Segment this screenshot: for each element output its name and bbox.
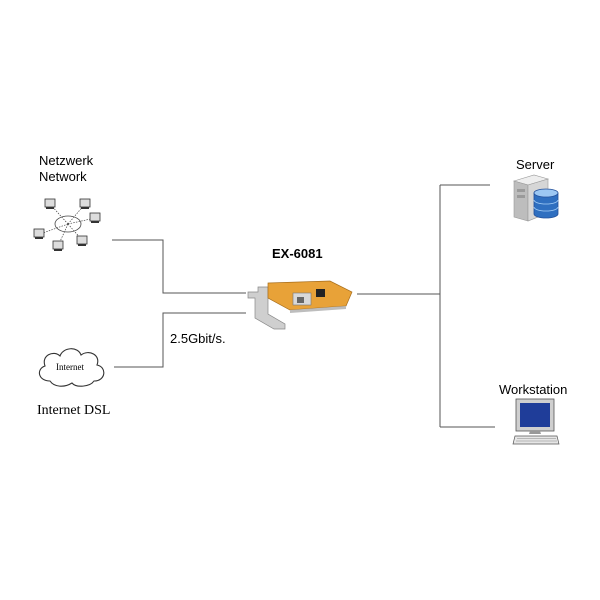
workstation-icon [512, 398, 560, 445]
card-model-label: EX-6081 [272, 246, 323, 261]
pcie-network-card-icon [247, 280, 353, 330]
internet-label: Internet DSL [37, 403, 111, 418]
workstation-label: Workstation [499, 382, 568, 397]
network-label-de: Netzwerk [39, 153, 94, 168]
server-label: Server [516, 157, 555, 172]
network-hub-icon [33, 198, 101, 251]
network-link [112, 239, 246, 294]
internet-link [114, 312, 246, 368]
server-icon [512, 174, 559, 222]
cloud-text: Internet [56, 362, 84, 372]
network-label-en: Network [39, 169, 87, 184]
cloud-icon [38, 348, 105, 387]
link-speed-label: 2.5Gbit/s. [170, 331, 226, 346]
